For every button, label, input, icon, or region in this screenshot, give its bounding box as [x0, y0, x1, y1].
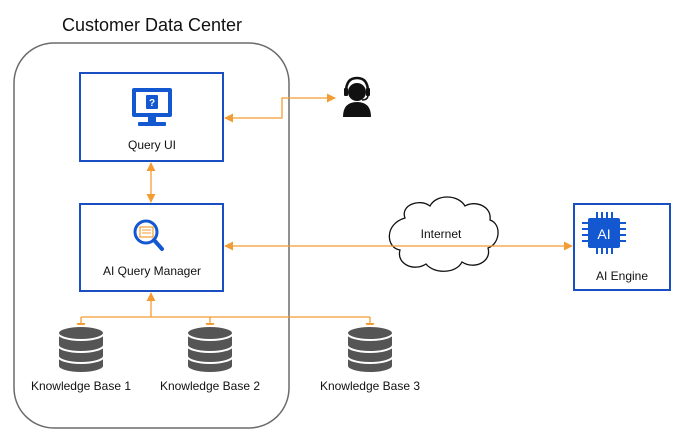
query-ui-node: ? Query UI — [79, 72, 224, 162]
ai-chip-label: AI — [597, 226, 610, 242]
ai-engine-label: AI Engine — [596, 269, 648, 283]
query-manager-label: AI Query Manager — [103, 264, 201, 278]
query-manager-box — [79, 203, 224, 292]
kb1-label: Knowledge Base 1 — [31, 379, 131, 393]
ai-chip-icon: AI — [582, 212, 626, 254]
knowledge-base-2-node: Knowledge Base 2 — [160, 325, 260, 393]
query-manager-node: AI Query Manager — [79, 203, 224, 292]
database-icon — [186, 325, 234, 374]
monitor-question-icon: ? — [132, 88, 172, 126]
connectors — [76, 93, 573, 332]
monitor-question-mark: ? — [149, 98, 155, 109]
ai-engine-node: AI AI Engine — [573, 203, 671, 291]
data-center-container — [13, 42, 290, 429]
support-agent-headset-icon — [343, 76, 371, 117]
query-ui-label: Query UI — [128, 138, 176, 152]
internet-label: Internet — [421, 227, 462, 241]
database-icon — [346, 325, 394, 374]
ui-user-connector — [224, 93, 336, 123]
kb2-label: Knowledge Base 2 — [160, 379, 260, 393]
magnifier-document-icon — [133, 219, 164, 251]
knowledge-base-3-node: Knowledge Base 3 — [320, 325, 420, 393]
database-icon — [57, 325, 105, 374]
knowledge-base-1-node: Knowledge Base 1 — [31, 325, 131, 393]
cloud-icon: Internet — [388, 196, 499, 272]
query-ui-box — [79, 72, 224, 162]
kb3-label: Knowledge Base 3 — [320, 379, 420, 393]
diagram-title: Customer Data Center — [62, 15, 242, 35]
